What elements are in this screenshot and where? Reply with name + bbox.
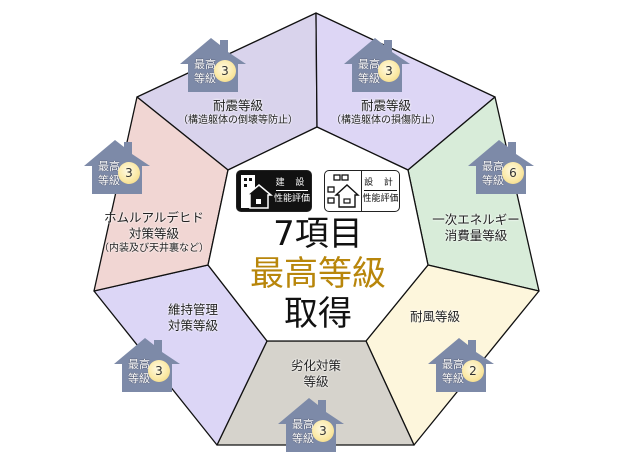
badge-label-1: 最高 xyxy=(128,358,150,371)
badge-label-1: 最高 xyxy=(292,418,314,431)
grade-value: 3 xyxy=(378,60,400,82)
title-2: 等級 xyxy=(303,374,329,389)
grade-value: 3 xyxy=(148,360,170,382)
grade-badge-energy: 最高等級 6 xyxy=(468,140,534,194)
headline-acquired: 取得 xyxy=(284,294,352,334)
construction-performance-logo: 建 設 性能評価 xyxy=(236,170,312,212)
badge-label-2: 等級 xyxy=(128,372,150,385)
badge-label-1: 最高 xyxy=(194,58,216,71)
grade-value: 3 xyxy=(118,162,140,184)
badge-label-2: 等級 xyxy=(292,432,314,445)
grade-value: 6 xyxy=(502,162,524,184)
title-2: 対策等級 xyxy=(128,226,179,241)
label-energy: 一次エネルギー 消費量等級 xyxy=(424,212,528,244)
subtitle: （構造躯体の倒壊等防止） xyxy=(178,115,298,126)
label-formaldehyde: ホムルアルデヒド 対策等級 （内装及び天井裏など） xyxy=(98,210,210,256)
grade-badge-seismic-collapse: 最高等級 3 xyxy=(180,38,246,92)
badge-label-2: 等級 xyxy=(358,72,380,85)
badge-label-1: 最高 xyxy=(98,160,120,173)
title-2: 消費量等級 xyxy=(444,228,508,243)
label-deterioration: 劣化対策 等級 xyxy=(286,358,346,390)
logo-line-2: 性能評価 xyxy=(362,194,399,204)
logo-line-2: 性能評価 xyxy=(273,194,310,204)
grade-value: 3 xyxy=(214,60,236,82)
badge-label-1: 最高 xyxy=(482,160,504,173)
grade-badge-deterioration: 最高等級 3 xyxy=(278,398,344,452)
logo-line-1: 設 計 xyxy=(364,177,397,191)
headline-top-grade: 最高等級 xyxy=(250,254,386,294)
title: 劣化対策 xyxy=(290,358,341,373)
subtitle: （内装及び天井裏など） xyxy=(99,243,209,254)
building-icon xyxy=(237,171,274,211)
grade-badge-formaldehyde: 最高等級 3 xyxy=(84,140,150,194)
certification-logos: 建 設 性能評価 設 計 性能評価 xyxy=(218,170,418,212)
label-seismic-collapse: 耐震等級 （構造躯体の倒壊等防止） xyxy=(176,98,300,128)
grade-badge-seismic-damage: 最高等級 3 xyxy=(344,38,410,92)
badge-label-1: 最高 xyxy=(442,358,464,371)
label-wind: 耐風等級 xyxy=(400,309,470,325)
design-performance-logo: 設 計 性能評価 xyxy=(324,170,400,212)
title: 維持管理 xyxy=(167,302,218,317)
badge-label-2: 等級 xyxy=(442,372,464,385)
logo-line-1: 建 設 xyxy=(275,177,309,191)
grade-badge-wind: 最高等級 2 xyxy=(428,338,494,392)
badge-label-2: 等級 xyxy=(98,174,120,187)
badge-label-1: 最高 xyxy=(358,58,380,71)
grade-badge-maintenance: 最高等級 3 xyxy=(114,338,180,392)
headline-items: 7項目 xyxy=(273,214,363,254)
house-plan-icon xyxy=(325,171,361,211)
title: 耐震等級 xyxy=(212,98,263,113)
title: ホムルアルデヒド xyxy=(104,210,204,225)
badge-label-2: 等級 xyxy=(482,174,504,187)
label-seismic-damage: 耐震等級 （構造躯体の損傷防止） xyxy=(324,98,448,128)
title-2: 対策等級 xyxy=(167,318,218,333)
subtitle: （構造躯体の損傷防止） xyxy=(331,115,441,126)
label-maintenance: 維持管理 対策等級 xyxy=(155,302,231,334)
title: 一次エネルギー xyxy=(432,212,520,227)
grade-value: 3 xyxy=(312,420,334,442)
grade-value: 2 xyxy=(462,360,484,382)
center-summary: 建 設 性能評価 設 計 性能評価 xyxy=(218,170,418,334)
title: 耐風等級 xyxy=(409,309,460,324)
badge-label-2: 等級 xyxy=(194,72,216,85)
title: 耐震等級 xyxy=(360,98,411,113)
